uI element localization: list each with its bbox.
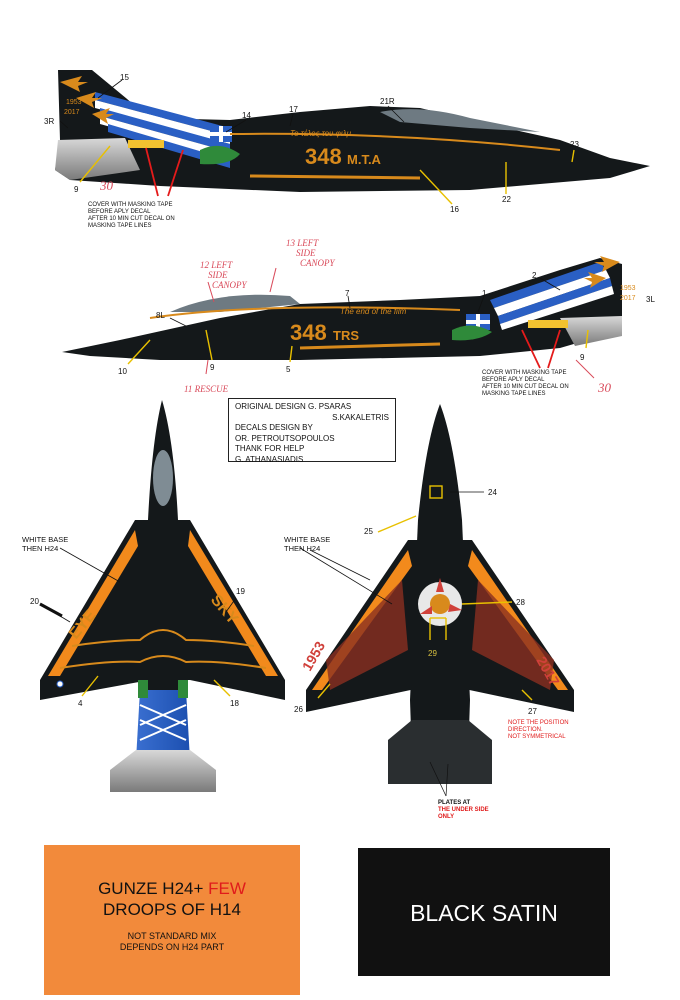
masking-note-2-line-4: MASKING TAPE LINES <box>482 391 545 397</box>
black-swatch-label: BLACK SATIN <box>410 900 558 926</box>
white-base-label-1: WHITE BASE <box>22 535 68 544</box>
plates-note-2: THE UNDER SIDE <box>438 807 489 813</box>
position-note-3: NOT SYMMETRICAL <box>508 734 566 740</box>
masking-note-line-3: AFTER 10 MIN CUT DECAL ON <box>88 216 175 222</box>
orange-swatch-line-4: DEPENDS ON H24 PART <box>119 942 225 952</box>
masking-note-line-1: COVER WITH MASKING TAPE <box>88 202 172 208</box>
motto-greek: To τέλος του φιλμ <box>290 129 352 138</box>
plates-note-1: PLATES AT <box>438 800 471 806</box>
handwritten-30-top: 30 <box>99 178 114 193</box>
callout-16: 16 <box>450 205 459 214</box>
squadron-number-top: 348 <box>305 144 342 169</box>
callout-15: 15 <box>120 73 129 82</box>
note-12-left-3: CANOPY <box>212 280 248 290</box>
squadron-unit-side: TRS <box>333 328 359 343</box>
callout-19: 19 <box>236 587 245 596</box>
white-base-under-1: WHITE BASE <box>284 535 330 544</box>
callout-2: 2 <box>532 271 537 280</box>
callout-8l: 8L <box>156 311 165 320</box>
masking-note-2-line-2: BEFORE APLY DECAL <box>482 377 545 383</box>
black-color-swatch: BLACK SATIN <box>358 848 610 976</box>
position-note-2: DIRECTION. <box>508 727 543 733</box>
credits-line-1: ORIGINAL DESIGN G. PSARAS <box>235 402 352 411</box>
white-base-under-2: THEN H24 <box>284 544 320 553</box>
under-view: 1953 2017 WHITE BASE THEN H24 24 25 28 2… <box>284 404 574 820</box>
credits-line-4: OR. PETROUTSOPOULOS <box>235 433 335 443</box>
tail-steel-right <box>55 138 140 180</box>
callout-4: 4 <box>78 699 83 708</box>
handwritten-30-side: 30 <box>597 380 612 395</box>
masking-note-line-2: BEFORE APLY DECAL <box>88 209 151 215</box>
callout-21r: 21R <box>380 97 395 106</box>
callout-27: 27 <box>528 707 537 716</box>
callout-9-right: 9 <box>580 353 585 362</box>
squadron-unit-top: M.T.A <box>347 152 382 167</box>
callout-18: 18 <box>230 699 239 708</box>
plan-view-top: EYE SKY WHITE BASE THEN H24 20 19 4 18 <box>22 400 285 792</box>
orange-swatch-line-3: NOT STANDARD MIX <box>127 931 217 941</box>
fin-flag-stripes <box>95 92 232 168</box>
orange-swatch-few: FEW <box>208 879 246 898</box>
masking-note-2-line-1: COVER WITH MASKING TAPE <box>482 370 566 376</box>
callout-23: 23 <box>570 140 579 149</box>
canopy-left <box>170 294 300 312</box>
credits-line-5: THANK FOR HELP <box>235 444 305 453</box>
fin-year-a: 1953 <box>66 99 82 106</box>
callout-1: 1 <box>482 289 487 298</box>
fin-year-a-left: 1953 <box>620 285 636 292</box>
orange-swatch-line-1: GUNZE H24+ <box>98 879 209 898</box>
callout-29: 29 <box>428 649 437 658</box>
callout-24: 24 <box>488 488 497 497</box>
position-note-1: NOTE THE POSITION <box>508 720 569 726</box>
credits-line-2: S.KAKALETRIS <box>332 412 389 422</box>
plates-note-3: ONLY <box>438 814 454 820</box>
fuselage-top <box>136 400 190 780</box>
masking-note-line-4: MASKING TAPE LINES <box>88 223 151 229</box>
note-13-left-3: CANOPY <box>300 258 336 268</box>
note-12-left-2: SIDE <box>208 270 228 280</box>
callout-9-left: 9 <box>210 363 215 372</box>
side-view-right: 1953 2017 To τέλος του φιλμ 348 M.T.A <box>44 70 650 229</box>
orange-swatch-line-2: DROOPS OF H14 <box>103 900 241 919</box>
orange-color-swatch: GUNZE H24+ FEW DROOPS OF H14 NOT STANDAR… <box>44 845 300 995</box>
callout-25: 25 <box>364 527 373 536</box>
fin-flag-stripes-left <box>466 262 614 330</box>
callout-7: 7 <box>345 289 350 298</box>
squadron-number-side: 348 <box>290 320 327 345</box>
fin-year-b: 2017 <box>64 109 80 116</box>
canopy-right <box>380 109 540 132</box>
callout-9: 9 <box>74 185 79 194</box>
callout-17: 17 <box>289 105 298 114</box>
note-12-left-1: 12 LEFT <box>200 260 233 270</box>
callout-3l: 3L <box>646 295 655 304</box>
side-view-left: 1953 2017 The end of the film 348 TRS <box>62 238 655 397</box>
masking-note-2-line-3: AFTER 10 MIN CUT DECAL ON <box>482 384 569 390</box>
callout-14: 14 <box>242 111 251 120</box>
callout-5: 5 <box>286 365 291 374</box>
callout-3r: 3R <box>44 117 54 126</box>
callout-26: 26 <box>294 705 303 714</box>
callout-22: 22 <box>502 195 511 204</box>
credits-line-3: DECALS DESIGN BY <box>235 423 313 432</box>
note-13-left-1: 13 LEFT <box>286 238 319 248</box>
note-11-rescue: 11 RESCUE <box>184 384 229 394</box>
fin-year-b-left: 2017 <box>620 295 636 302</box>
white-base-label-2: THEN H24 <box>22 544 58 553</box>
motto-english: The end of the film <box>340 307 407 316</box>
credits-box: ORIGINAL DESIGN G. PSARAS S.KAKALETRIS D… <box>228 398 396 464</box>
callout-20: 20 <box>30 597 39 606</box>
callout-28: 28 <box>516 598 525 607</box>
callout-10: 10 <box>118 367 127 376</box>
tail-steel-left <box>560 316 622 346</box>
credits-line-6: G. ATHANASIADIS <box>235 454 304 464</box>
note-13-left-2: SIDE <box>296 248 316 258</box>
